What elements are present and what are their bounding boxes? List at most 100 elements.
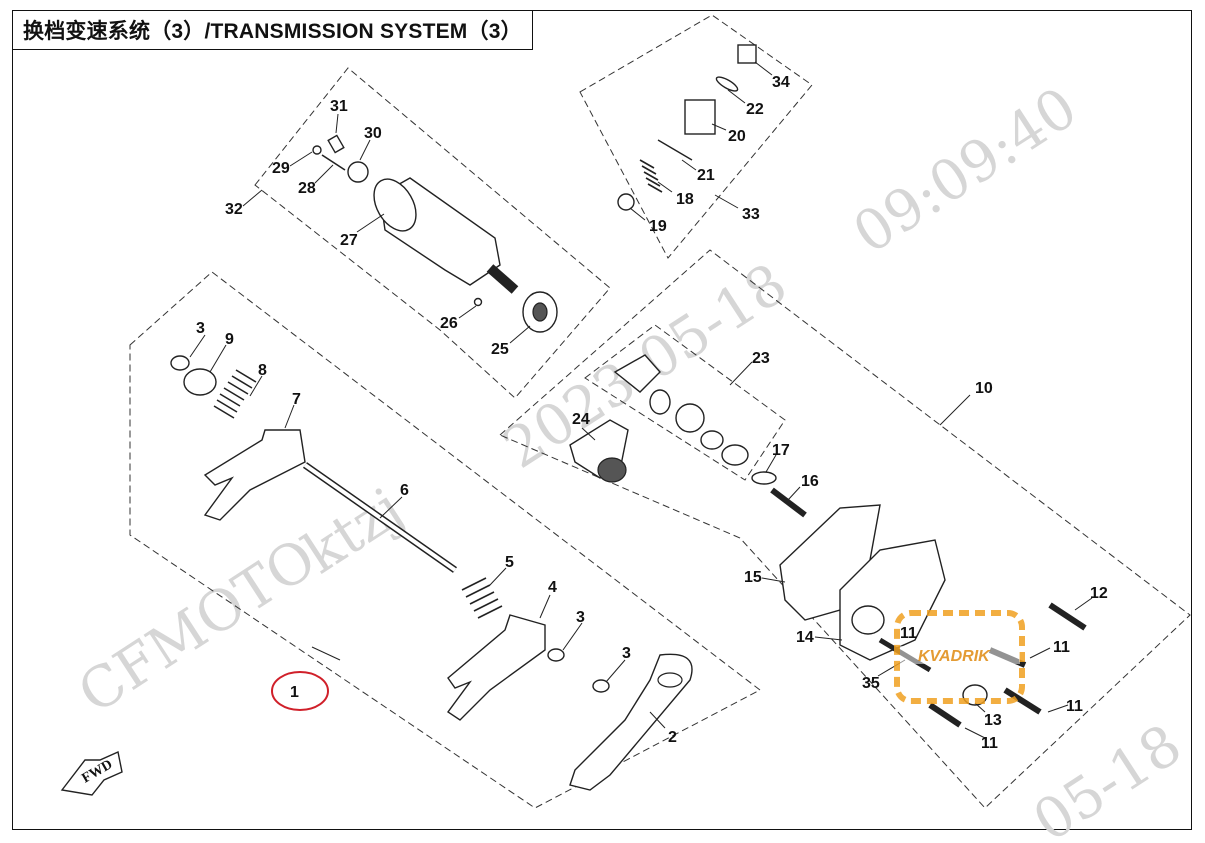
callout-17: 17	[772, 442, 790, 459]
callout-22: 22	[746, 101, 764, 118]
shift-drum-end	[373, 178, 417, 232]
callout-labels: 1 2 3 3 3 4 5 6 7 8 9 10 11 11 11 11 12 …	[196, 74, 1108, 752]
group-23-boundary	[584, 324, 786, 481]
circlip-part-3c	[592, 679, 610, 693]
pin-part-29	[312, 145, 322, 155]
watermark-brand: CFMOTO	[67, 526, 327, 727]
group-1-boundary	[129, 271, 761, 809]
callout-32: 32	[225, 201, 243, 218]
callout-27: 27	[340, 232, 358, 249]
callout-29: 29	[272, 160, 290, 177]
callout-34: 34	[772, 74, 790, 91]
group-33-boundary	[579, 14, 813, 259]
page-title: 换档变速系统（3）/TRANSMISSION SYSTEM（3）	[23, 20, 522, 43]
ratchet-washer	[700, 430, 724, 450]
ratchet-collar	[721, 444, 749, 466]
shift-arm-slot	[657, 672, 683, 688]
callout-23: 23	[752, 350, 770, 367]
callout-2: 2	[668, 729, 677, 746]
cover-boss	[851, 605, 885, 635]
ratchet-pin	[649, 389, 671, 415]
spring-part-18	[639, 159, 663, 193]
overlay-logo-text: KVADRIK	[918, 648, 991, 665]
callout-19: 19	[649, 218, 667, 235]
callout-6: 6	[400, 482, 409, 499]
callout-15: 15	[744, 569, 762, 586]
shift-shaft-assembly	[170, 355, 693, 791]
callout-12: 12	[1090, 585, 1108, 602]
bearing-part-25-inner	[532, 302, 548, 322]
callout-13: 13	[984, 712, 1002, 729]
bolt-part-12	[1048, 602, 1087, 631]
callout-10: 10	[975, 380, 993, 397]
watermark-date-fragment: 05-18	[1022, 712, 1193, 843]
callout-25: 25	[491, 341, 509, 358]
collar-part-9	[183, 368, 217, 396]
callout-31: 31	[330, 98, 348, 115]
bolt-part-16	[770, 487, 807, 518]
overlay-logo: KVADRIK	[894, 610, 1025, 704]
circlip-part-3	[170, 355, 190, 371]
gasket-part-21	[657, 139, 693, 161]
callout-18: 18	[676, 191, 694, 208]
spring-part-5	[461, 577, 503, 619]
diagram-frame	[12, 10, 1192, 830]
bolt-part-11b	[1003, 687, 1042, 715]
callout-20: 20	[728, 128, 746, 145]
spring-part-28	[321, 154, 346, 171]
callout-33: 33	[742, 206, 760, 223]
circlip-part-3b	[547, 648, 565, 662]
leader-lines	[189, 61, 1093, 739]
callout-28: 28	[298, 180, 316, 197]
group-32-boundary	[254, 67, 611, 399]
callout-16: 16	[801, 473, 819, 490]
watermark-time: 09:09:40	[842, 75, 1088, 266]
drum-shaft	[486, 264, 519, 294]
washer-part-30	[347, 161, 369, 183]
cover-assembly	[779, 504, 1087, 728]
detent-assembly	[617, 44, 757, 211]
ratchet-gear	[675, 403, 705, 433]
group-boundaries	[129, 14, 1191, 809]
pin-part-26	[473, 297, 483, 307]
fwd-arrow: FWD	[60, 751, 123, 796]
shift-fork-part-4	[447, 614, 546, 721]
callout-4: 4	[548, 579, 557, 596]
shift-drum-assembly	[312, 134, 558, 333]
group-10-boundary	[499, 249, 1191, 809]
callout-24: 24	[572, 411, 590, 428]
bolt-part-31	[327, 134, 345, 154]
shift-lever-spring	[597, 457, 627, 483]
callout-9: 9	[225, 331, 234, 348]
ratchet-assembly	[613, 354, 807, 518]
callout-11c: 11	[981, 735, 998, 752]
callout-3b: 3	[576, 609, 585, 626]
callout-11d: 11	[900, 625, 917, 642]
bolt-part-11c	[928, 702, 962, 728]
callout-1: 1	[290, 684, 299, 701]
callout-5: 5	[505, 554, 514, 571]
bolt-part-20	[684, 99, 716, 135]
spring-part-8	[213, 369, 257, 419]
highlight-ellipse	[271, 671, 329, 711]
washer-part-22	[715, 76, 739, 92]
ball-part-19	[617, 193, 635, 211]
callout-11a: 11	[1053, 639, 1070, 656]
callout-21: 21	[697, 167, 715, 184]
title-box: 换档变速系统（3）/TRANSMISSION SYSTEM（3）	[12, 10, 533, 50]
callout-7: 7	[292, 391, 301, 408]
shift-arm-part-2	[569, 653, 693, 791]
callout-3c: 3	[622, 645, 631, 662]
callout-26: 26	[440, 315, 458, 332]
callout-8: 8	[258, 362, 267, 379]
bolt-part-34	[737, 44, 757, 64]
shift-fork-part-7	[203, 429, 306, 521]
callout-35: 35	[862, 675, 880, 692]
ratchet-plate	[613, 354, 661, 393]
callout-30: 30	[364, 125, 382, 142]
callout-11b: 11	[1066, 698, 1083, 715]
callout-3a: 3	[196, 320, 205, 337]
washer-part-17	[751, 471, 777, 485]
callout-14: 14	[796, 629, 814, 646]
